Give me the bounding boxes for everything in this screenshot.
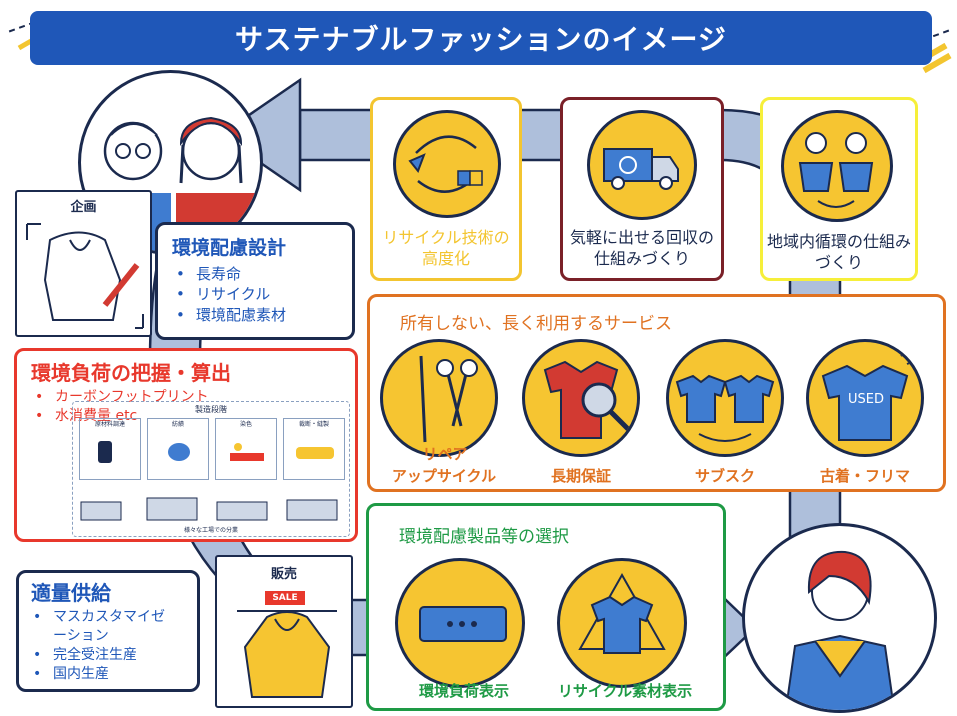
secondhand-label: 古着・フリマ (819, 467, 910, 485)
used-shirt-icon: USED (806, 339, 924, 457)
collection-box: 気軽に出せる回収の仕組みづくり (560, 97, 724, 281)
used-text: USED (848, 392, 884, 407)
eco-design-item: リサイクル (176, 284, 338, 305)
services-box: 所有しない、長く利用するサービス リペア アップサイクル 長期保証 サブスク (367, 294, 946, 492)
local-circulation-label: 地域内循環の仕組みづくり (767, 232, 912, 272)
manufacturing-diagram: 製造段階 原材料調達 紡績 染色 裁断・縫製 様々な工場での分業 (72, 401, 350, 537)
supply-box: 適量供給 マスカスタマイゼーション 完全受注生産 国内生産 (16, 570, 200, 692)
magnifier-shirt-icon (522, 339, 640, 457)
eco-label-label: 環境負荷表示 (418, 682, 509, 700)
recycle-loop-icon (393, 110, 501, 218)
stage-label: 染色 (239, 421, 252, 428)
recycle-tech-box: リサイクル技術の高度化 (370, 97, 522, 281)
impact-item: 水消費量 etc (35, 407, 341, 426)
warranty-label: 長期保証 (550, 467, 611, 485)
eco-tag-icon (395, 558, 525, 688)
recycled-shirt-icon (557, 558, 687, 688)
impact-box: 環境負荷の把握・算出 カーボンフットプリント 水消費量 etc 製造段階 原材料… (14, 348, 358, 542)
planning-card: 企画 (15, 190, 152, 337)
collection-truck-icon (587, 110, 697, 220)
yellow-hoodie-icon (237, 610, 337, 698)
consumer-illustration (742, 523, 937, 713)
diagram-title: 製造段階 (195, 405, 227, 414)
stage-label: 裁断・縫製 (298, 421, 329, 428)
sales-card: 販売 SALE (215, 555, 353, 708)
eco-design-item: 長寿命 (176, 264, 338, 285)
impact-title: 環境負荷の把握・算出 (31, 361, 231, 385)
recycled-material-label: リサイクル素材表示 (557, 682, 693, 700)
selection-title: 環境配慮製品等の選択 (399, 527, 569, 547)
services-title: 所有しない、長く利用するサービス (400, 314, 672, 334)
supply-item: マスカスタマイゼーション (33, 608, 173, 646)
stage-label: 原材料調達 (94, 421, 125, 428)
eco-design-title: 環境配慮設計 (172, 237, 287, 259)
needle-scissors-icon (380, 339, 498, 457)
eco-design-item: 環境配慮素材 (176, 305, 338, 326)
local-circulation-box: 地域内循環の仕組みづくり (760, 97, 918, 281)
selection-box: 環境配慮製品等の選択 環境負荷表示 リサイクル素材表示 (366, 503, 726, 711)
sketch-hoodie-icon (26, 223, 144, 329)
eco-design-box: 環境配慮設計 長寿命 リサイクル 環境配慮素材 (155, 222, 355, 340)
repair-label: リペア (422, 445, 468, 463)
sales-card-label: 販売 (270, 567, 297, 582)
subscription-label: サブスク (694, 467, 755, 485)
stage-label: 紡績 (171, 421, 184, 428)
supply-item: 国内生産 (33, 665, 185, 684)
page-title: サステナブルファッションのイメージ (235, 23, 727, 56)
sale-tag: SALE (265, 591, 305, 605)
local-exchange-icon (781, 110, 893, 222)
title-bar: サステナブルファッションのイメージ (30, 11, 932, 65)
shared-shirts-icon (666, 339, 784, 457)
supply-title: 適量供給 (31, 581, 111, 605)
supply-item: 完全受注生産 (33, 646, 185, 665)
collection-label: 気軽に出せる回収の仕組みづくり (569, 228, 714, 268)
planning-card-label: 企画 (70, 200, 97, 215)
recycle-tech-label: リサイクル技術の高度化 (382, 228, 510, 268)
upcycle-label: アップサイクル (391, 467, 497, 485)
diagram-footer: 様々な工場での分業 (183, 527, 238, 534)
